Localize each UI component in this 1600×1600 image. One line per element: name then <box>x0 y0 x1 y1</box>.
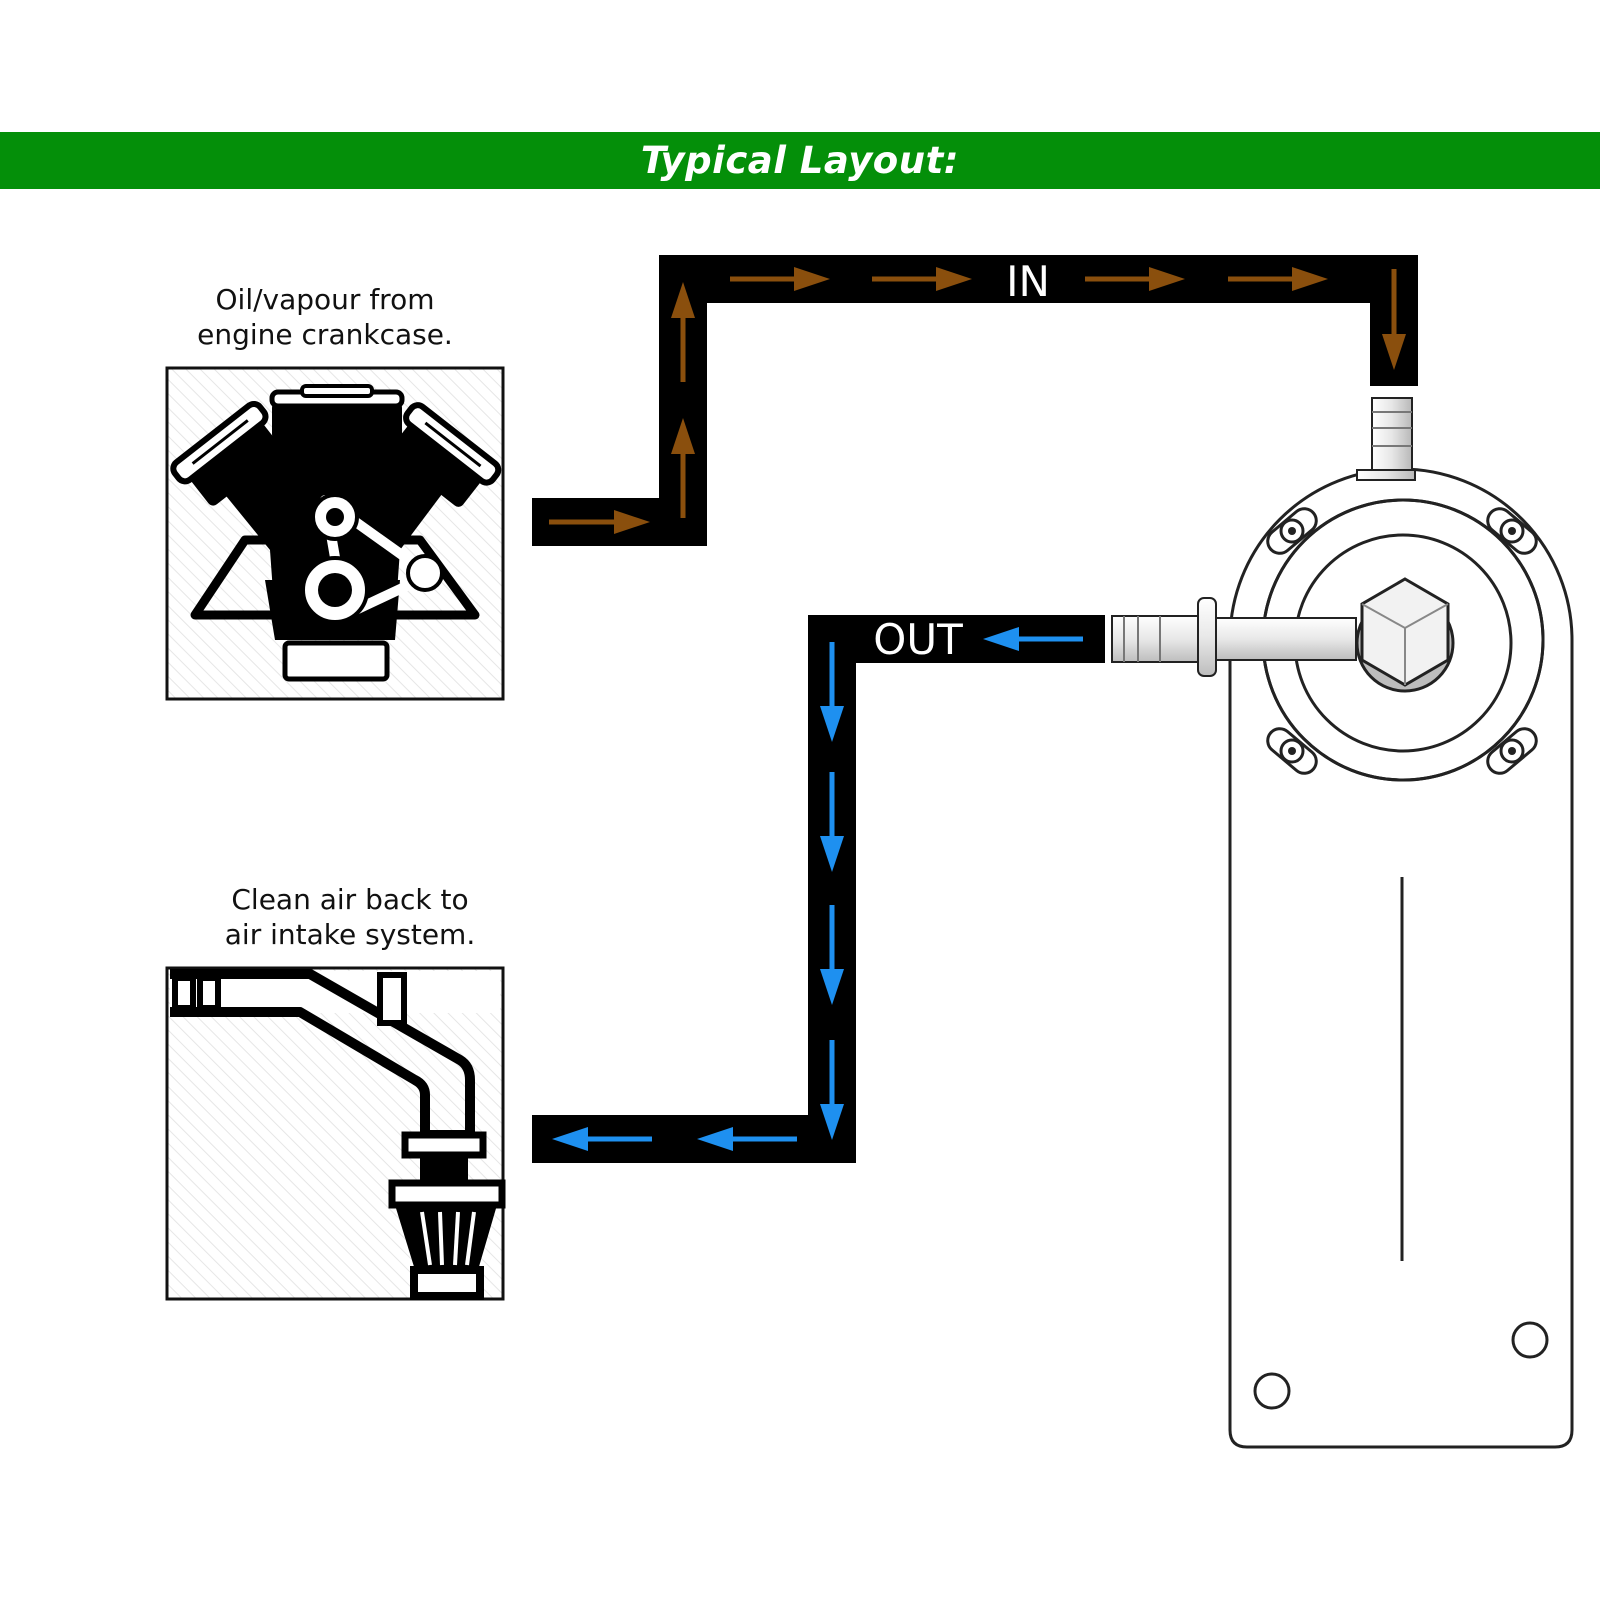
outlet-fitting <box>1111 597 1357 677</box>
intake-caption-line2: air intake system. <box>224 918 476 951</box>
air-intake-filter-icon <box>170 969 506 1300</box>
engine-caption-line2: engine crankcase. <box>197 318 453 351</box>
engine-caption-line1: Oil/vapour from <box>215 283 435 316</box>
intake-caption-line1: Clean air back to <box>231 883 469 916</box>
flow-arrow <box>1085 267 1185 291</box>
header-banner: Typical Layout: <box>0 132 1600 189</box>
flow-arrow <box>549 510 650 534</box>
flow-arrow <box>872 267 972 291</box>
inlet-fitting <box>1356 397 1416 481</box>
flow-arrow <box>552 1127 652 1151</box>
flow-arrow <box>820 905 844 1005</box>
out-flow-arrows <box>552 627 1083 1151</box>
page-title: Typical Layout: <box>640 139 960 182</box>
flow-arrow <box>671 418 695 518</box>
flange-bolts <box>1266 507 1538 775</box>
in-label: IN <box>1006 257 1050 306</box>
intake-panel <box>165 966 506 1301</box>
mount-hole <box>1253 1372 1291 1410</box>
in-flow-arrows <box>549 267 1406 534</box>
mount-hole <box>1511 1321 1549 1359</box>
in-pipe: IN <box>532 255 1418 546</box>
flow-arrow <box>697 1127 797 1151</box>
oil-catch-can-icon <box>1111 397 1574 1449</box>
flow-arrow <box>1228 267 1328 291</box>
flow-arrow <box>820 772 844 872</box>
flow-arrow <box>671 282 695 382</box>
out-label: OUT <box>873 615 963 664</box>
flow-arrow <box>820 642 844 742</box>
engine-caption: Oil/vapour from engine crankcase. <box>160 282 490 352</box>
flow-arrow <box>820 1040 844 1140</box>
out-pipe: OUT <box>532 615 1105 1163</box>
flow-arrow <box>983 627 1083 651</box>
hex-bolt <box>1355 577 1455 693</box>
flow-arrow <box>730 267 830 291</box>
intake-caption: Clean air back to air intake system. <box>175 882 525 952</box>
engine-panel <box>165 366 505 701</box>
flow-arrow <box>1382 269 1406 370</box>
engine-icon <box>170 384 502 682</box>
